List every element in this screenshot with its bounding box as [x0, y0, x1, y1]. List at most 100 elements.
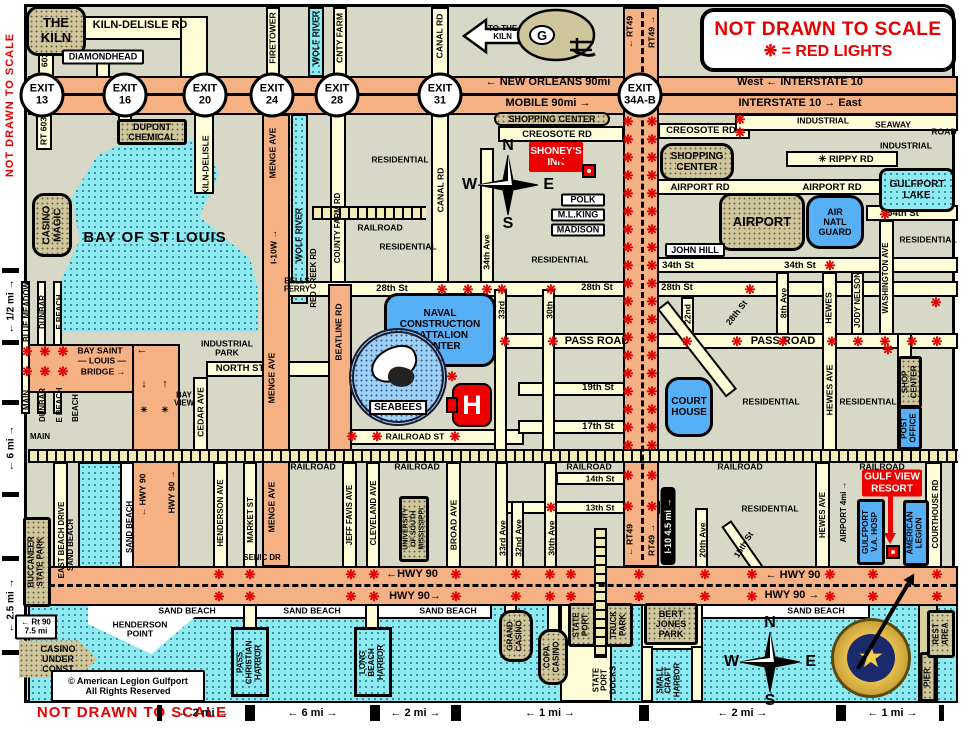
pass-christian-harbor-label: PASS CHRISTIAN HARBOR [235, 640, 263, 684]
shoney-s-inn: SHONEY'S INN [529, 142, 583, 172]
red-light-icon: ❋ [446, 369, 458, 384]
american-legion-label: AMERICAN LEGION [906, 511, 925, 555]
scale-segment-2-5-mi: ← 2.5 mi → [2, 556, 19, 655]
label-rt-603: RT 603 [38, 116, 49, 146]
label-senic-dr: SENIC DR [243, 552, 281, 562]
road [180, 16, 208, 78]
university-of-south-mississippi: UNIVERSITY OF SOUTH MISSISSIPPI [399, 496, 429, 562]
polk: POLK [561, 193, 605, 207]
label-jody-nelson: JODY NELSON [852, 272, 862, 328]
red-light-icon: ❋ [499, 334, 511, 349]
label-14th-st: 14th St [585, 473, 615, 484]
exit-badge-exit-13: EXIT 13 [19, 72, 65, 118]
compass-e-label: E [543, 176, 554, 193]
gulfport-v-a-hosp: GULFPORT V.A. HOSP [857, 499, 885, 565]
label-rt49: RT49 → [646, 524, 657, 556]
road [658, 123, 750, 139]
rest-area-label: REST AREA [931, 622, 950, 646]
red-light-icon: ❋ [646, 468, 658, 483]
scale-segment-1-mi: ← 1 mi → [841, 705, 944, 721]
legion-star-icon: ★ [847, 634, 895, 682]
red-light-icon: ❋ [213, 567, 225, 582]
label-rippy-rd: ✳ RIPPY RD [818, 153, 874, 165]
gulf-view-resort-label: GULF VIEW RESORT [864, 471, 920, 494]
label-broad-ave: BROAD AVE [448, 499, 459, 551]
label-item: ↑ [162, 378, 168, 391]
label-residential: RESIDENTIAL [531, 254, 589, 265]
label-hwy-90: ←HWY 90 [386, 568, 438, 581]
label-17th-st: 17th St [582, 420, 614, 432]
compass-s-label: S [764, 692, 776, 709]
red-light-icon: ❋ [734, 112, 746, 127]
label-33rd: 33rd [496, 300, 507, 320]
label-blue-meadow: BLUE MEADOW [21, 282, 31, 342]
pass-christian-harbor: PASS CHRISTIAN HARBOR [231, 627, 269, 697]
label-creosote-rd: CREOSOTE RD [522, 128, 592, 140]
long-beach-harbor-label: LONG BEACH HARBOR [358, 644, 386, 680]
bert-jones-park: BERT JONES PARK [644, 603, 698, 645]
red-light-icon: ❋ [824, 567, 836, 582]
grand-casino: GRAND CASINO [499, 610, 533, 662]
red-light-icon: ❋ [21, 364, 33, 379]
state-port-label: STATE PORT [572, 612, 591, 638]
shopping-center: SHOPPING CENTER [494, 112, 610, 126]
compass-s-label: S [502, 215, 514, 232]
lane-line [40, 584, 956, 587]
red-light-icon: ❋ [39, 344, 51, 359]
red-light-icon: ❋ [744, 282, 756, 297]
label-menge-ave: MENGE AVE [266, 352, 277, 404]
label-main: MAIN [30, 431, 50, 441]
casino-under-const-label: CASINO UNDER CONST [40, 643, 76, 674]
seabees-label: SEABEES [369, 400, 427, 415]
pointer-arrow [884, 496, 897, 544]
buccaneer-state-park: BUCCANEER STATE PARK [23, 517, 51, 607]
label-county-farm-rd: COUNTY FARM RD [332, 192, 342, 264]
label-beatline-rd: BEATLINE RD [333, 303, 344, 361]
svg-text:G: G [537, 28, 547, 43]
red-light-icon: ❋ [852, 334, 864, 349]
i-10-4-5-mi: I-10 4.5 mi → [660, 487, 676, 565]
label-34th-st: 34th St [662, 259, 694, 271]
gulf-view-resort: GULF VIEW RESORT [862, 469, 922, 497]
label-residential: RESIDENTIAL [741, 503, 799, 514]
label-28th-st: 28th St [581, 281, 613, 293]
label-washington-ave: WASHINGTON AVE [880, 242, 890, 314]
red-light-icon: ❋ [646, 312, 658, 327]
label-sand-beach: SAND BEACH [65, 519, 75, 571]
label-not-drawn-to-scale: NOT DRAWN TO SCALE [36, 703, 228, 721]
buccaneer-state-park-label: BUCCANEER STATE PARK [27, 536, 45, 588]
road [786, 151, 898, 167]
label-railroad: RAILROAD [394, 461, 440, 472]
red-light-icon: ❋ [646, 186, 658, 201]
red-light-icon: ❋ [646, 348, 658, 363]
road [879, 220, 894, 335]
label-railroad: RAILROAD [357, 222, 403, 233]
red-light-icon: ❋ [544, 589, 556, 604]
red-light-icon: ❋ [622, 186, 634, 201]
american-legion-gulfport-all-rights-reserved: © American Legion Gulfport All Rights Re… [51, 670, 205, 702]
label-mobile-90mi: MOBILE 90mi → [505, 97, 591, 110]
air-natl-guard: AIR NATL GUARD [806, 195, 864, 249]
label-henderson-point: HENDERSON POINT [112, 619, 168, 639]
red-light-icon: ❋ [565, 589, 577, 604]
label-small-craft-harbor: SMALL CRAFT HARBOR [655, 662, 682, 698]
label-menge-ave: MENGE AVE [267, 127, 278, 179]
scale-segment-1-2-mi: ← 1/2 mi → [2, 268, 19, 345]
seabees-logo: SEABEES [349, 328, 447, 426]
red-light-icon: ❋ [622, 312, 634, 327]
compass-w-label: W [724, 653, 740, 670]
label-sand-beach: SAND BEACH [158, 605, 216, 616]
label-beach: BEACH [70, 394, 80, 422]
red-light-icon: ❋ [622, 276, 634, 291]
red-light-icon: ❋ [646, 438, 658, 453]
label-rt49: ← RT49 [624, 524, 635, 556]
label-rt49: ← RT49 [624, 16, 635, 48]
red-light-icon: ❋ [368, 589, 380, 604]
exit-badge-exit-34a-b: EXIT 34A-B [617, 72, 663, 118]
red-light-icon: ❋ [346, 429, 358, 444]
label-main: MAIN [21, 390, 31, 410]
diamondhead-label: DIAMONDHEAD [68, 51, 138, 62]
railroad-track [28, 449, 958, 463]
red-light-icon: ❋ [824, 589, 836, 604]
